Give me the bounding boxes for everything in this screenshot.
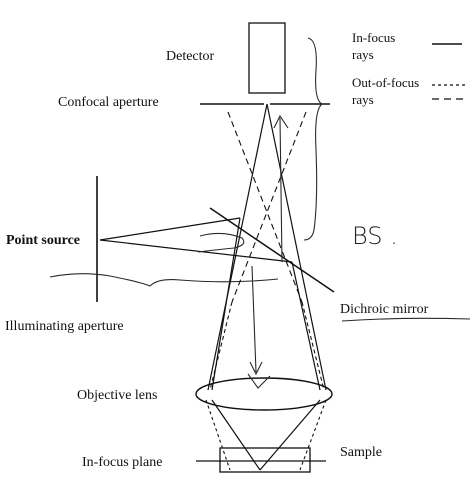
handwritten-arrow-right bbox=[273, 114, 289, 263]
handwritten-v bbox=[247, 373, 271, 389]
handwritten-wave bbox=[49, 273, 279, 287]
illuminating-aperture-label: Illuminating aperture bbox=[5, 319, 124, 334]
dichroic-mirror bbox=[209, 207, 335, 293]
handwritten-arrow-left bbox=[249, 265, 263, 376]
handwritten-bs-note: BS . bbox=[352, 222, 398, 250]
point-source-label: Point source bbox=[6, 233, 80, 248]
handwritten-brace bbox=[303, 37, 324, 241]
handwritten-annotations bbox=[49, 37, 471, 389]
in-focus-rays bbox=[207, 103, 327, 471]
illumination-rays bbox=[99, 217, 293, 263]
detector-label: Detector bbox=[166, 49, 215, 64]
objective-lens-label: Objective lens bbox=[77, 388, 157, 403]
confocal-aperture-label: Confocal aperture bbox=[58, 95, 159, 110]
detector-box bbox=[248, 22, 286, 94]
in-focus-plane-label: In-focus plane bbox=[82, 455, 162, 470]
handwritten-loop bbox=[197, 232, 245, 253]
legend-out-of-focus-line1: Out-of-focus bbox=[352, 75, 419, 90]
dichroic-mirror-label: Dichroic mirror bbox=[340, 302, 429, 317]
handwritten-underline bbox=[341, 317, 471, 322]
out-of-focus-rays bbox=[205, 111, 327, 471]
sample-slab bbox=[219, 447, 311, 473]
objective-lens bbox=[195, 377, 333, 411]
legend-out-of-focus-line2: rays bbox=[352, 92, 374, 107]
legend-in-focus-line2: rays bbox=[352, 47, 374, 62]
sample-label: Sample bbox=[340, 445, 382, 460]
legend-in-focus-line1: In-focus bbox=[352, 30, 395, 45]
